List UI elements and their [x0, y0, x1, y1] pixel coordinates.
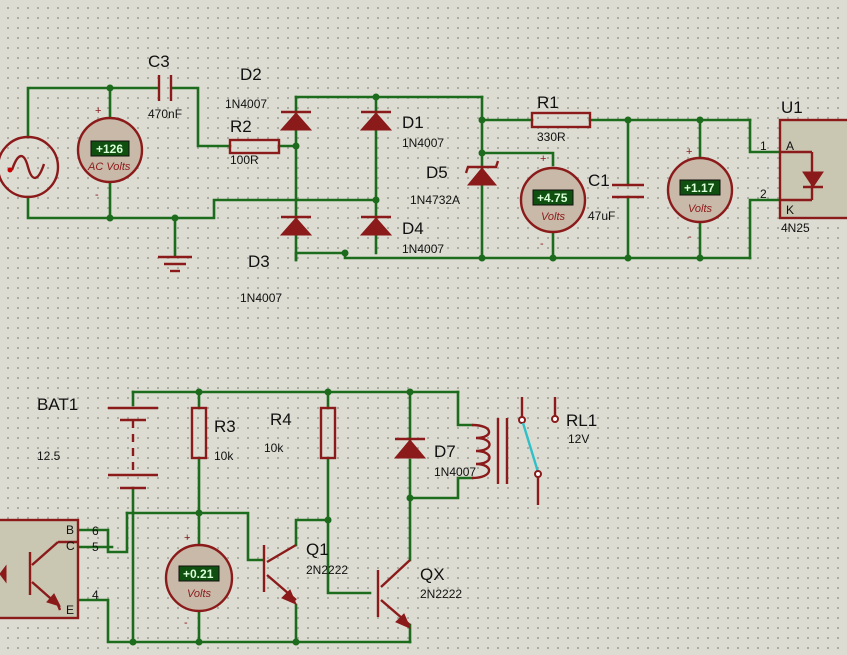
base-voltmeter-plus: +	[184, 532, 190, 544]
u1-value: 4N25	[781, 221, 810, 235]
d2-ref: D2	[240, 65, 262, 84]
bottom-junctions	[129, 388, 414, 646]
resistor-r4[interactable]	[319, 406, 337, 460]
ground-icon	[158, 255, 192, 273]
led-voltmeter-minus: -	[688, 231, 692, 243]
diode-d1[interactable]	[359, 110, 393, 131]
base-voltmeter[interactable]: +0.21 Volts + -	[164, 532, 234, 629]
relay-rl1[interactable]	[471, 397, 559, 505]
ac-voltmeter-plus: +	[95, 105, 101, 117]
d2-value: 1N4007	[225, 97, 267, 111]
led-voltmeter-unit: Volts	[688, 203, 713, 215]
d5-value: 1N4732A	[410, 193, 460, 207]
top-junctions	[106, 84, 704, 262]
zener-voltmeter-minus: -	[540, 238, 544, 250]
ac-voltmeter-minus: -	[95, 189, 99, 201]
diode-d2[interactable]	[279, 110, 313, 131]
d1-value: 1N4007	[402, 136, 444, 150]
u1-pin-1: 1	[760, 139, 767, 153]
d5-ref: D5	[426, 163, 448, 182]
d7-value: 1N4007	[434, 465, 476, 479]
u1-pin-5: 5	[92, 540, 99, 554]
u1-pin-a: A	[786, 139, 794, 153]
rl1-value: 12V	[568, 432, 589, 446]
capacitor-c3[interactable]	[157, 75, 173, 101]
u1-pin-4: 4	[92, 588, 99, 602]
bat1-value: 12.5	[37, 449, 61, 463]
zener-voltmeter-reading: +4.75	[537, 191, 568, 205]
resistor-r1[interactable]	[530, 111, 592, 129]
q1-ref: Q1	[306, 540, 329, 559]
rl1-ref: RL1	[566, 411, 597, 430]
capacitor-c1[interactable]	[612, 183, 644, 199]
q1-value: 2N2222	[306, 563, 348, 577]
optocoupler-u1-transistor[interactable]	[0, 518, 80, 620]
resistor-r3[interactable]	[190, 406, 208, 460]
led-voltmeter[interactable]: +1.17 Volts + -	[666, 146, 734, 243]
ac-voltmeter-unit: AC Volts	[87, 161, 131, 173]
d7-ref: D7	[434, 442, 456, 461]
r3-value: 10k	[214, 449, 234, 463]
u1-pin-b: B	[66, 523, 74, 537]
c3-value: 470nF	[148, 107, 182, 121]
r4-ref: R4	[270, 410, 292, 429]
r2-value: 100R	[230, 153, 259, 167]
base-voltmeter-minus: -	[184, 617, 188, 629]
bottom-wires	[76, 390, 474, 644]
ac-voltmeter[interactable]: +126 AC Volts + -	[76, 105, 144, 201]
d3-ref: D3	[248, 252, 270, 271]
transistor-q1[interactable]	[262, 543, 297, 605]
u1-pin-6: 6	[92, 524, 99, 538]
led-voltmeter-reading: +1.17	[684, 181, 715, 195]
base-voltmeter-unit: Volts	[187, 588, 212, 600]
qx-value: 2N2222	[420, 587, 462, 601]
r1-ref: R1	[537, 93, 559, 112]
resistor-r2[interactable]	[228, 138, 281, 155]
zener-voltmeter-unit: Volts	[541, 211, 566, 223]
ac-voltmeter-reading: +126	[96, 142, 123, 156]
c1-value: 47uF	[588, 209, 615, 223]
diode-d4[interactable]	[359, 215, 393, 236]
ac-source-symbol[interactable]	[0, 135, 60, 199]
c3-ref: C3	[148, 52, 170, 71]
r2-ref: R2	[230, 117, 252, 136]
base-voltmeter-reading: +0.21	[183, 567, 214, 581]
r4-value: 10k	[264, 441, 284, 455]
u1-pin-k: K	[786, 203, 794, 217]
u1-pin-c: C	[66, 539, 75, 553]
transistor-qx[interactable]	[376, 559, 411, 629]
u1-pin-2: 2	[760, 187, 767, 201]
zener-voltmeter[interactable]: +4.75 Volts + -	[519, 153, 587, 250]
d4-ref: D4	[402, 219, 424, 238]
qx-ref: QX	[420, 565, 445, 584]
r3-ref: R3	[214, 417, 236, 436]
u1-ref: U1	[781, 98, 803, 117]
diode-d3[interactable]	[279, 215, 313, 236]
led-voltmeter-plus: +	[686, 146, 692, 158]
d3-value: 1N4007	[240, 291, 282, 305]
diode-d7[interactable]	[393, 437, 427, 459]
u1-pin-e: E	[66, 603, 74, 617]
battery-bat1[interactable]	[108, 406, 158, 490]
bat1-ref: BAT1	[37, 395, 78, 414]
r1-value: 330R	[537, 130, 566, 144]
optocoupler-u1-led[interactable]	[778, 118, 847, 220]
d1-ref: D1	[402, 113, 424, 132]
zener-d5[interactable]	[464, 160, 500, 186]
d4-value: 1N4007	[402, 242, 444, 256]
c1-ref: C1	[588, 171, 610, 190]
zener-voltmeter-plus: +	[540, 153, 546, 165]
